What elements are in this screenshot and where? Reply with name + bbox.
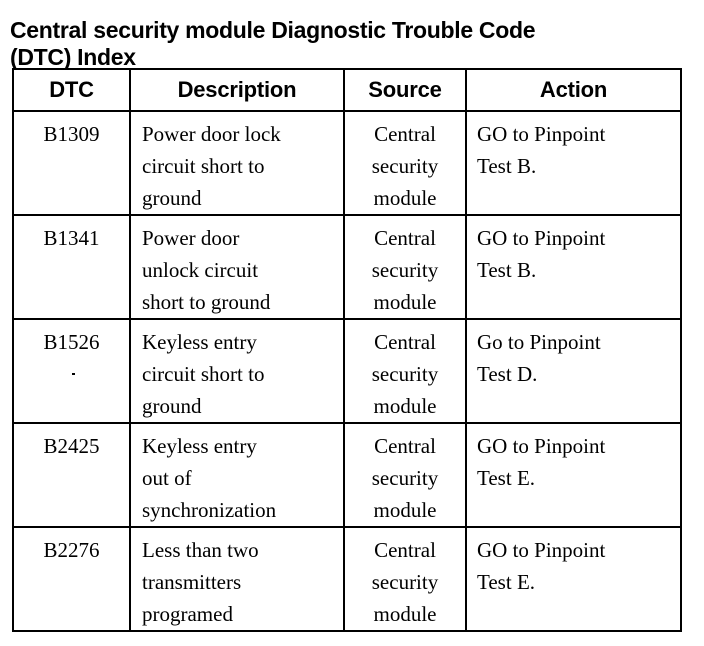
- source-value: Central security module: [371, 434, 439, 522]
- source-value: Central security module: [371, 122, 439, 210]
- source-value: Central security module: [371, 538, 439, 626]
- cell-action: GO to Pinpoint Test E.: [465, 526, 682, 632]
- scan-artifact-speck: [72, 373, 75, 375]
- cell-source: Central security module: [343, 526, 467, 632]
- page-title: Central security module Diagnostic Troub…: [10, 17, 536, 71]
- table-body: B1309 Power door lock circuit short to g…: [12, 110, 682, 632]
- dtc-index-table: DTC Description Source Action B1309 Powe…: [12, 68, 682, 632]
- description-value: Power door lock circuit short to ground: [142, 122, 281, 210]
- description-value: Less than two transmitters programed: [142, 538, 259, 626]
- source-value: Central security module: [371, 330, 439, 418]
- cell-dtc: B1526: [12, 318, 131, 424]
- table-header-row: DTC Description Source Action: [12, 68, 682, 112]
- dtc-code-value: B1309: [43, 122, 100, 146]
- cell-source: Central security module: [343, 110, 467, 216]
- table-header: DTC Description Source Action: [12, 68, 682, 112]
- cell-source: Central security module: [343, 214, 467, 320]
- column-header-action: Action: [465, 68, 682, 112]
- action-value: GO to Pinpoint Test B.: [477, 226, 606, 282]
- cell-description: Less than two transmitters programed: [129, 526, 345, 632]
- dtc-table-container: DTC Description Source Action B1309 Powe…: [12, 68, 682, 632]
- table-row: B1341 Power door unlock circuit short to…: [12, 214, 682, 320]
- cell-description: Keyless entry circuit short to ground: [129, 318, 345, 424]
- column-header-description: Description: [129, 68, 345, 112]
- cell-action: GO to Pinpoint Test B.: [465, 214, 682, 320]
- cell-source: Central security module: [343, 318, 467, 424]
- cell-dtc: B2425: [12, 422, 131, 528]
- dtc-code-value: B1341: [43, 226, 100, 250]
- cell-dtc: B2276: [12, 526, 131, 632]
- cell-dtc: B1341: [12, 214, 131, 320]
- description-value: Keyless entry out of synchronization: [142, 434, 277, 522]
- action-value: GO to Pinpoint Test E.: [477, 434, 606, 490]
- dtc-code-value: B2276: [43, 538, 100, 562]
- cell-dtc: B1309: [12, 110, 131, 216]
- description-value: Keyless entry circuit short to ground: [142, 330, 265, 418]
- table-row: B2276 Less than two transmitters program…: [12, 526, 682, 632]
- action-value: GO to Pinpoint Test B.: [477, 122, 606, 178]
- description-value: Power door unlock circuit short to groun…: [142, 226, 271, 314]
- cell-source: Central security module: [343, 422, 467, 528]
- column-header-dtc: DTC: [12, 68, 131, 112]
- source-value: Central security module: [371, 226, 439, 314]
- dtc-code-value: B1526: [43, 330, 100, 354]
- table-row: B1526 Keyless entry circuit short to gro…: [12, 318, 682, 424]
- action-value: Go to Pinpoint Test D.: [477, 330, 601, 386]
- table-row: B1309 Power door lock circuit short to g…: [12, 110, 682, 216]
- cell-action: GO to Pinpoint Test B.: [465, 110, 682, 216]
- dtc-code-value: B2425: [43, 434, 100, 458]
- cell-action: GO to Pinpoint Test E.: [465, 422, 682, 528]
- cell-description: Power door unlock circuit short to groun…: [129, 214, 345, 320]
- cell-action: Go to Pinpoint Test D.: [465, 318, 682, 424]
- cell-description: Keyless entry out of synchronization: [129, 422, 345, 528]
- cell-description: Power door lock circuit short to ground: [129, 110, 345, 216]
- table-row: B2425 Keyless entry out of synchronizati…: [12, 422, 682, 528]
- action-value: GO to Pinpoint Test E.: [477, 538, 606, 594]
- column-header-source: Source: [343, 68, 467, 112]
